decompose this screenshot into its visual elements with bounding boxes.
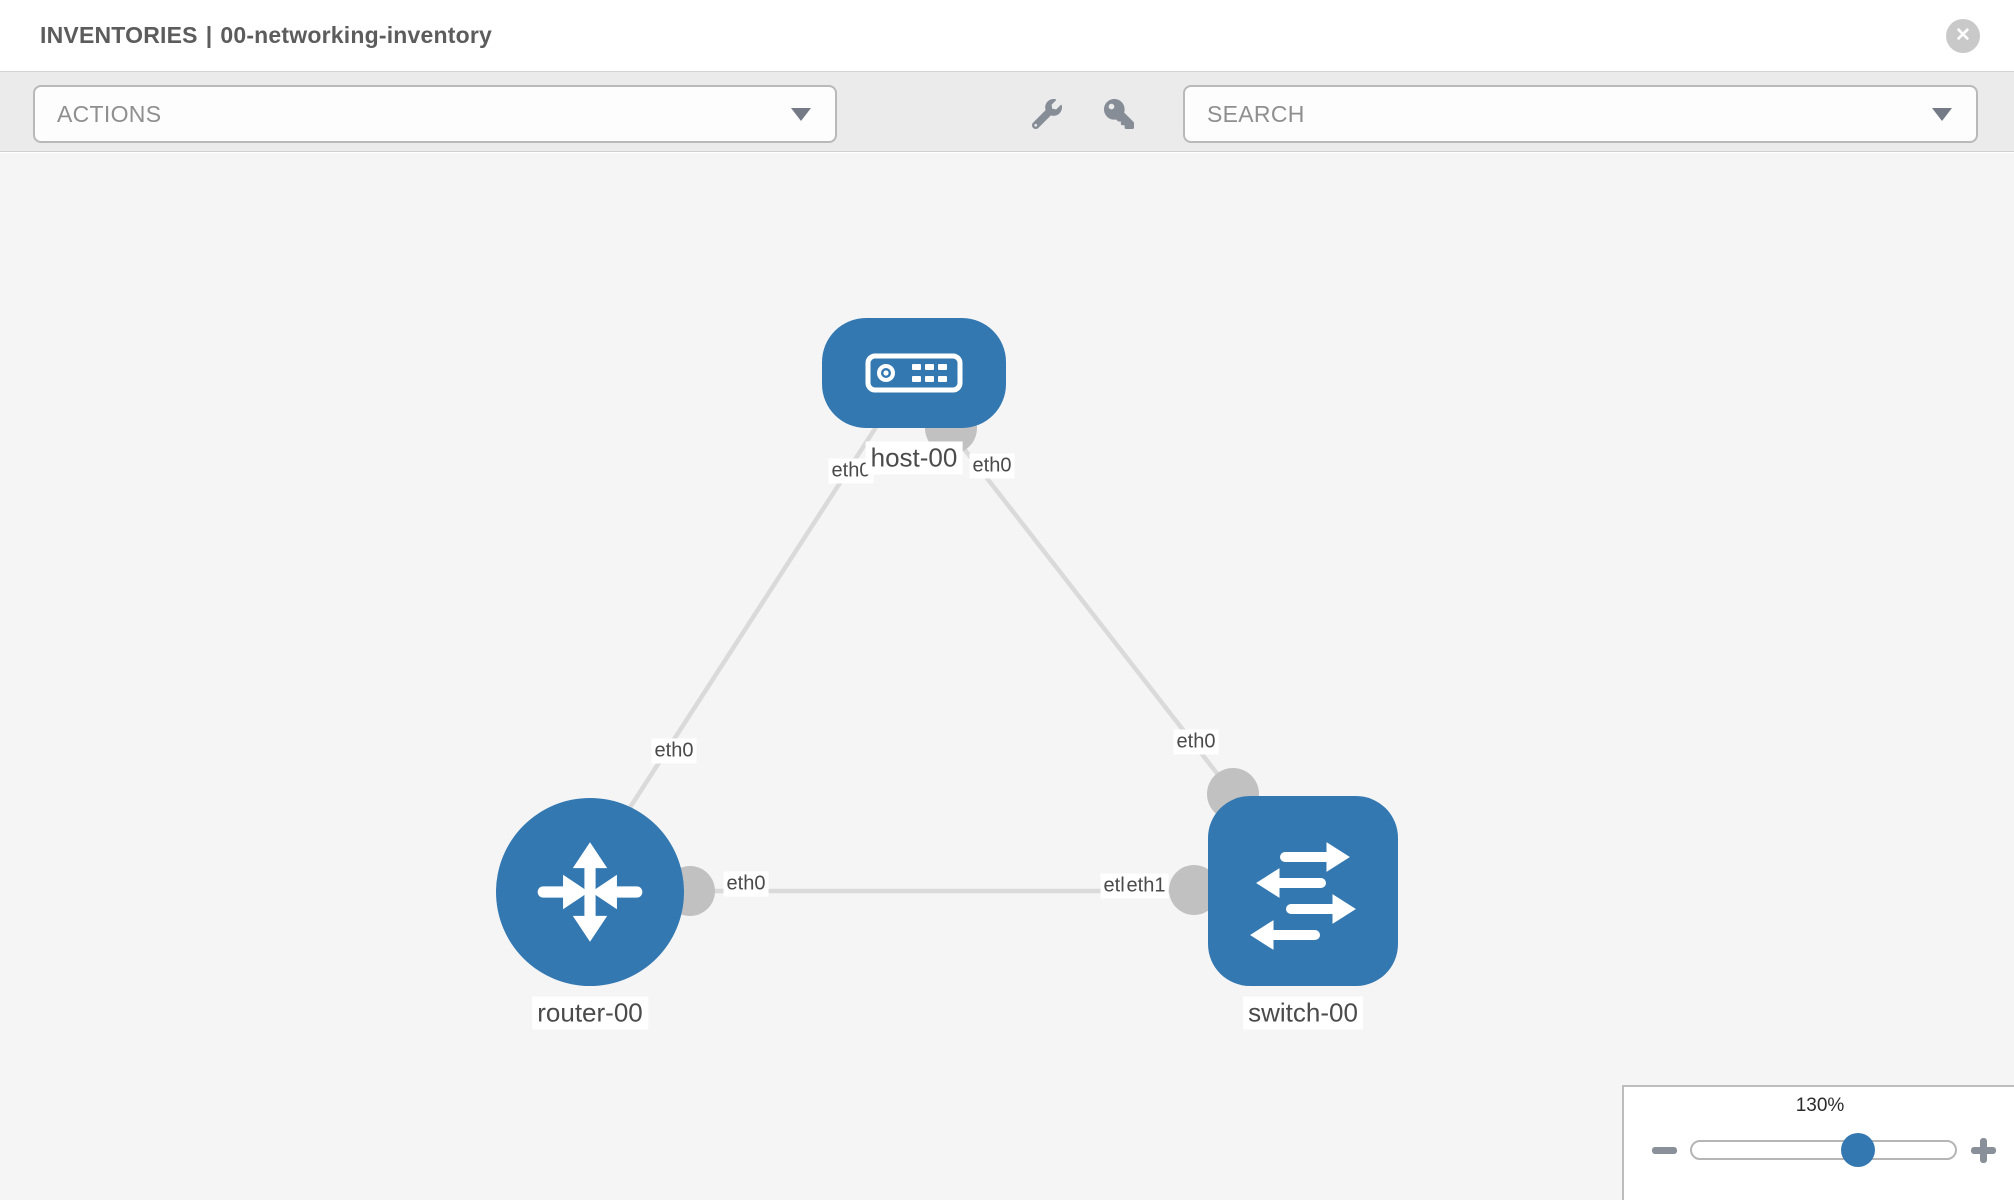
interface-label-eth0: eth0 xyxy=(723,871,769,897)
router-icon xyxy=(537,842,643,942)
zoom-panel: 130% xyxy=(1622,1085,2014,1200)
node-label-router-00: router-00 xyxy=(532,996,648,1030)
header: INVENTORIES | 00-networking-inventory ✕ xyxy=(0,0,2014,71)
search-dropdown[interactable]: SEARCH xyxy=(1183,85,1978,143)
node-router-00[interactable] xyxy=(496,798,684,986)
page-title: INVENTORIES | 00-networking-inventory xyxy=(40,22,492,49)
port-circle xyxy=(1169,865,1219,915)
interface-label-eth1: eth1 xyxy=(1123,873,1169,899)
switch-icon xyxy=(1250,842,1356,950)
node-switch-00[interactable] xyxy=(1208,796,1398,986)
chevron-down-icon xyxy=(1932,107,1952,121)
interface-label-eth0: eth0 xyxy=(651,738,697,764)
key-icon[interactable] xyxy=(1102,97,1136,131)
links-layer xyxy=(616,402,1259,916)
zoom-level-value: 130% xyxy=(1795,1095,1845,1116)
zoom-slider-handle[interactable] xyxy=(1841,1133,1876,1167)
close-icon: ✕ xyxy=(1955,25,1971,46)
breadcrumb-section: INVENTORIES xyxy=(40,22,198,48)
node-label-host-00: host-00 xyxy=(865,441,963,475)
node-host-00[interactable] xyxy=(822,318,1006,428)
topology-canvas[interactable]: eth0eth0eth0eth0eth0eth0eth1host-00route… xyxy=(0,153,2014,1200)
actions-dropdown-label: ACTIONS xyxy=(57,100,162,127)
chevron-down-icon xyxy=(791,107,811,121)
zoom-in-plus-icon[interactable] xyxy=(1971,1137,1996,1163)
toolbar-tools xyxy=(1030,85,1136,143)
host-icon xyxy=(865,353,963,393)
wrench-icon[interactable] xyxy=(1030,97,1064,131)
interface-label-eth0: eth0 xyxy=(1173,729,1219,755)
toolbar: ACTIONS SEARCH xyxy=(0,71,2014,152)
link-host-00-router-00 xyxy=(616,422,880,828)
node-label-switch-00: switch-00 xyxy=(1243,996,1363,1030)
interface-label-eth0: eth0 xyxy=(969,453,1015,479)
breadcrumb-separator: | xyxy=(205,22,213,48)
search-dropdown-label: SEARCH xyxy=(1207,100,1305,127)
close-button[interactable]: ✕ xyxy=(1946,18,1980,53)
zoom-slider-track[interactable] xyxy=(1690,1133,1957,1167)
actions-dropdown[interactable]: ACTIONS xyxy=(33,85,837,143)
zoom-slider-row xyxy=(1624,1131,2014,1169)
inventory-name: 00-networking-inventory xyxy=(220,22,493,48)
zoom-out-minus-icon[interactable] xyxy=(1652,1146,1677,1154)
